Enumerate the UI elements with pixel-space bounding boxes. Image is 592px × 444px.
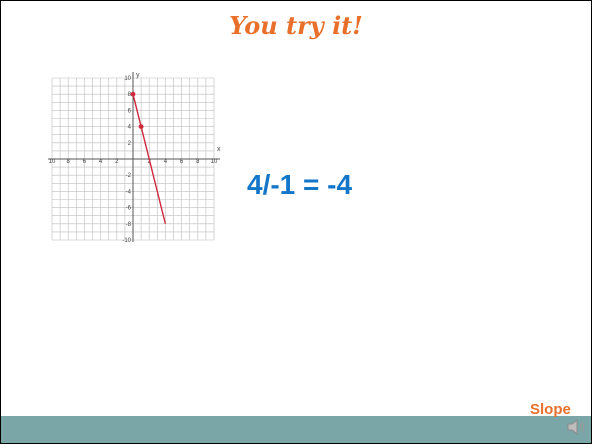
footer-label[interactable]: Slope <box>530 401 571 418</box>
x-tick-label: 6 <box>83 159 87 165</box>
y-axis-label: y <box>136 72 140 79</box>
x-tick-label: 4 <box>99 159 103 165</box>
x-tick-label: 2 <box>115 159 119 165</box>
x-tick-label: 6 <box>180 159 184 165</box>
graph-line <box>132 94 167 224</box>
speaker-icon[interactable] <box>566 417 588 437</box>
y-tick-label: -4 <box>126 189 132 195</box>
y-tick-label: 6 <box>128 108 132 114</box>
slide-title: You try it! <box>229 11 363 40</box>
x-tick-label: 8 <box>196 159 200 165</box>
x-tick-label: 10 <box>211 159 218 165</box>
y-tick-label: 10 <box>124 76 131 82</box>
y-tick-label: -10 <box>122 238 131 244</box>
x-tick-label: 4 <box>164 159 168 165</box>
slope-equation: 4/-1 = -4 <box>247 169 353 200</box>
y-tick-label: -8 <box>126 222 132 228</box>
footer-bar <box>1 416 591 443</box>
y-tick-label: 8 <box>128 92 132 98</box>
y-tick-label: -6 <box>126 206 132 212</box>
graph-point <box>130 91 136 97</box>
x-tick-label: 8 <box>67 159 71 165</box>
graph-point <box>138 124 144 129</box>
y-tick-label: -2 <box>126 173 132 179</box>
x-tick-label: 10 <box>49 159 56 165</box>
y-tick-label: 2 <box>128 141 132 147</box>
x-axis-label: x <box>217 146 221 153</box>
y-tick-label: 4 <box>128 125 132 131</box>
